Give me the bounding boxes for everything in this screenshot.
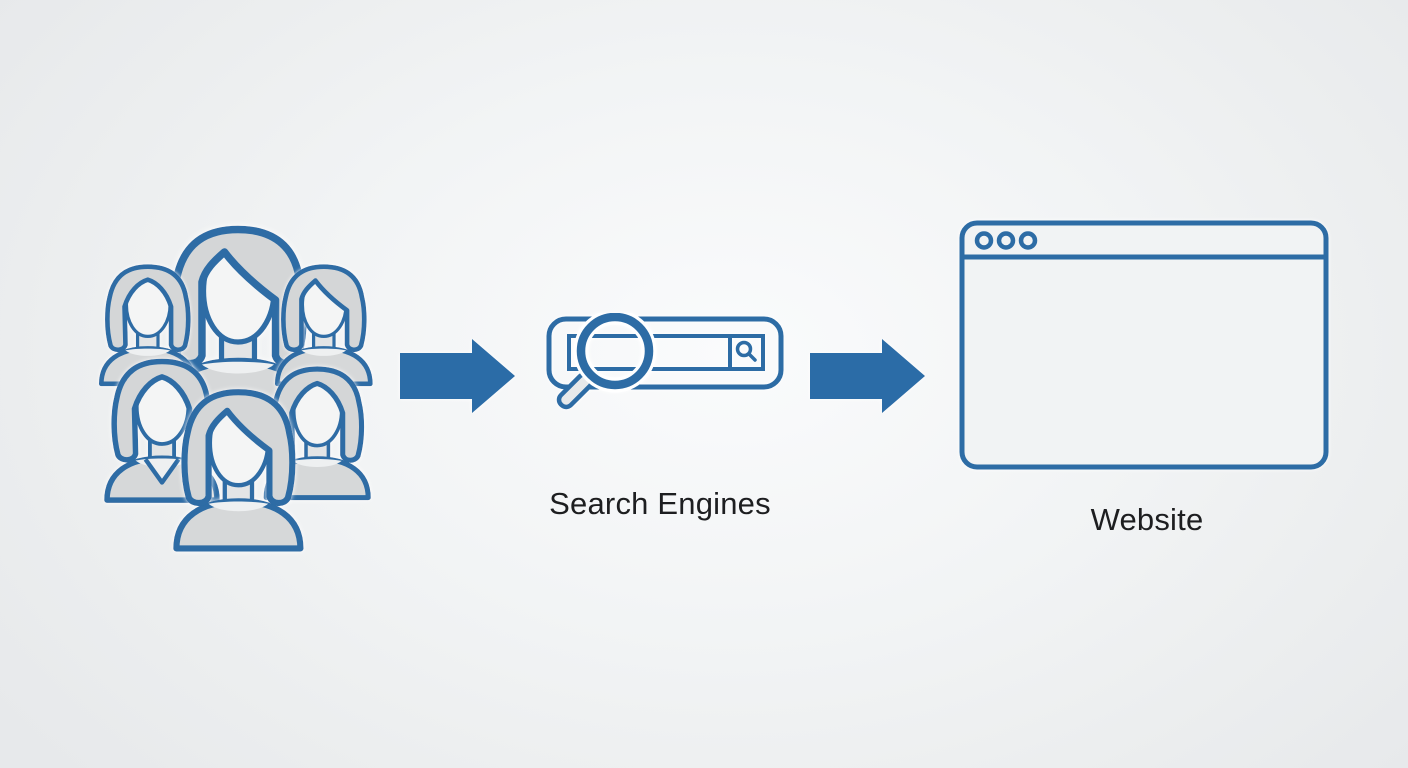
search-engines-label: Search Engines [549, 486, 771, 521]
website-label: Website [1090, 502, 1204, 537]
search-input-field [567, 334, 765, 371]
flow-arrow-icon [810, 339, 925, 413]
search-bar-outline [546, 316, 784, 390]
magnifier-icon [556, 313, 657, 410]
search-button-box [728, 334, 765, 371]
person-icon [277, 267, 370, 384]
small-magnifier-icon [735, 340, 757, 362]
browser-frame [959, 220, 1329, 470]
person-icon [176, 392, 300, 548]
browser-window-icon [959, 220, 1329, 470]
search-bar-icon [546, 313, 784, 410]
user-group-icon [78, 210, 400, 562]
flow-arrow-icon [400, 339, 515, 413]
window-controls-icon [974, 231, 1038, 250]
